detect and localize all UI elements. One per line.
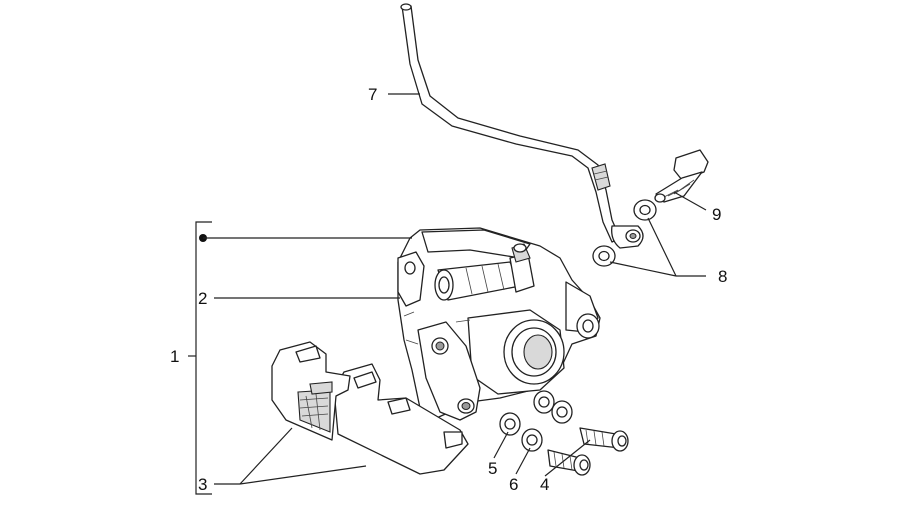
leader-lines (188, 93, 707, 495)
callout-label-4: 4 (540, 475, 549, 494)
hose-washers (592, 199, 657, 267)
callout-label-2: 2 (198, 289, 207, 308)
callout-label-1: 1 (170, 347, 179, 366)
callout-label-7: 7 (368, 85, 377, 104)
callout-label-5: 5 (488, 459, 497, 478)
callout-label-8: 8 (718, 267, 727, 286)
brake-hose (400, 3, 644, 249)
brake-caliper (397, 227, 601, 421)
banjo-bolt (654, 149, 709, 203)
callout-label-3: 3 (198, 475, 207, 494)
caliper-bolts (547, 427, 629, 476)
callout-label-6: 6 (509, 475, 518, 494)
brake-pads (271, 341, 469, 475)
caliper-washers (499, 390, 573, 452)
callout-label-9: 9 (712, 205, 721, 224)
